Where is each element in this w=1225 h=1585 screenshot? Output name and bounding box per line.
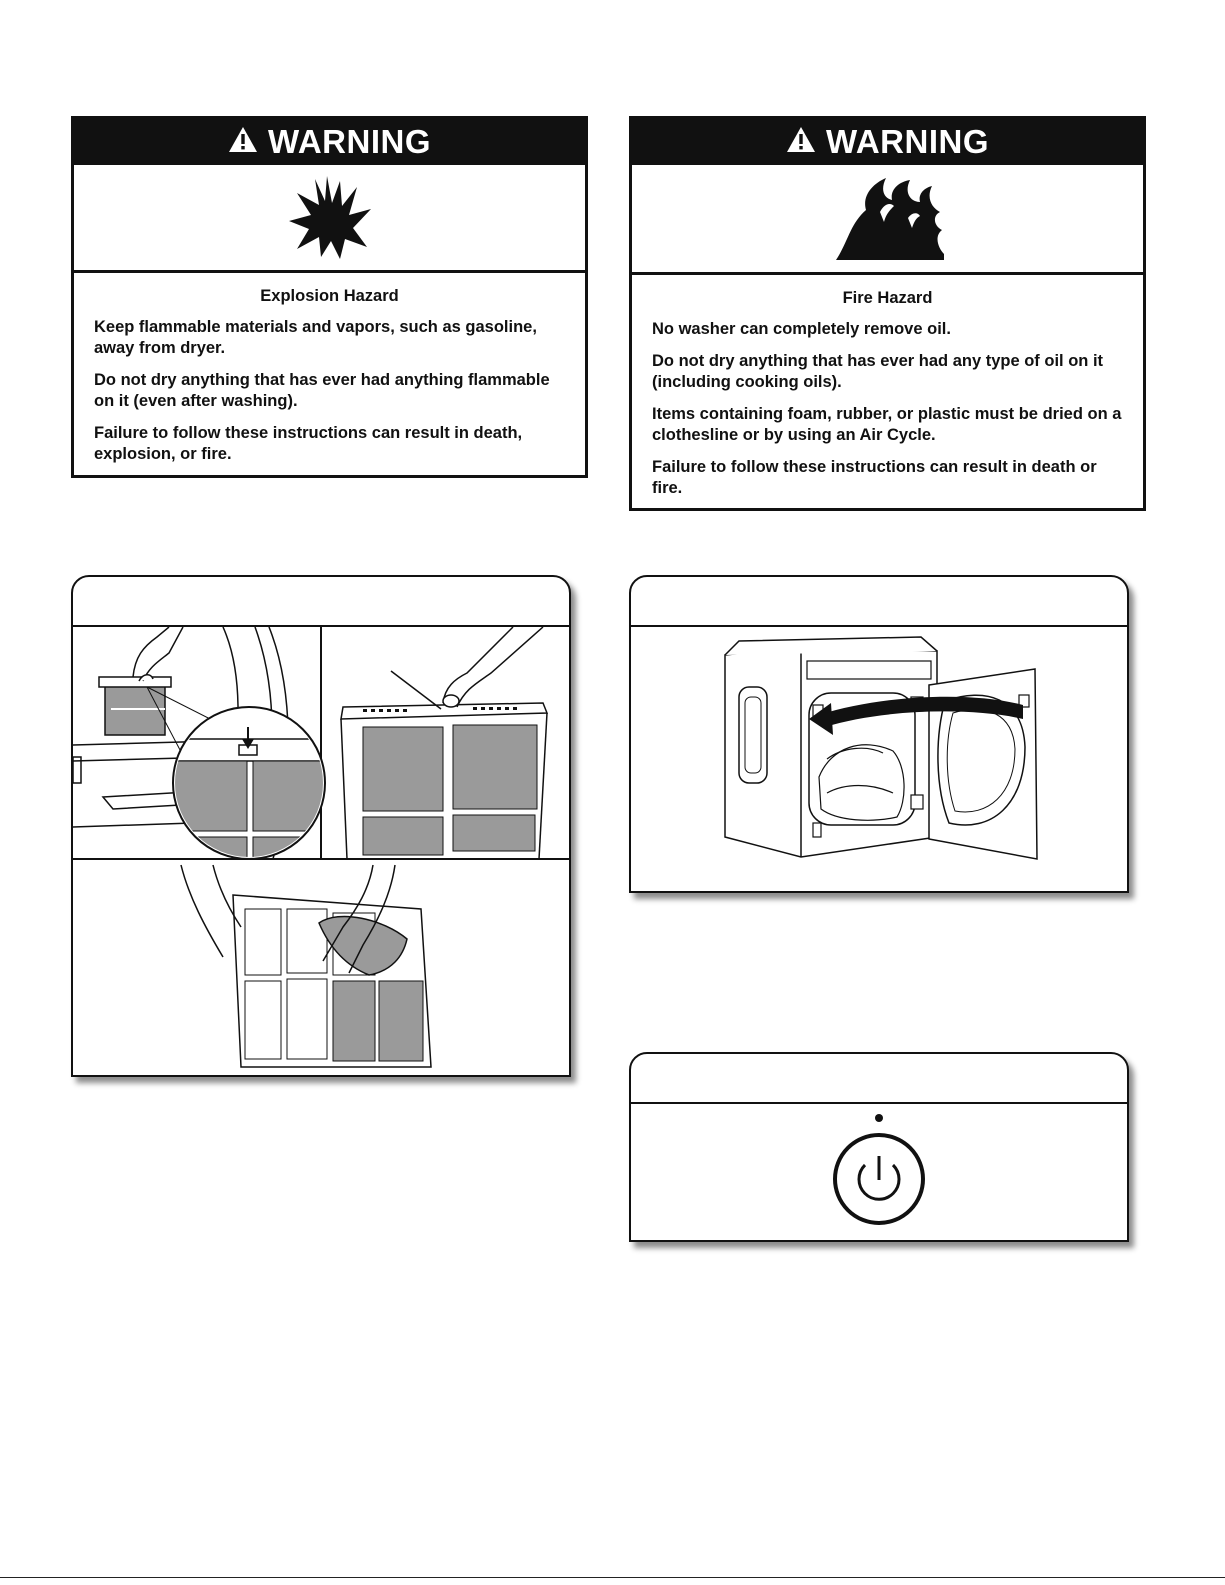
dryer-door-card (629, 575, 1129, 893)
warning-header-text: WARNING (826, 123, 989, 160)
power-button-panel (631, 1104, 1127, 1240)
card-header (73, 577, 569, 627)
warning-triangle-icon (786, 123, 816, 161)
fire-warning-box: WARNING Fire Hazard No washer can comple… (629, 116, 1146, 511)
dryer-door-illustration (631, 627, 1127, 891)
warning-header-text: WARNING (268, 123, 431, 160)
hazard-paragraph: Do not dry anything that has ever had an… (652, 352, 1104, 391)
power-button-card (629, 1052, 1129, 1242)
lint-screen-card (71, 575, 571, 1077)
hazard-paragraph: Failure to follow these instructions can… (94, 424, 523, 463)
hazard-paragraph: Do not dry anything that has ever had an… (94, 371, 550, 410)
page-bottom-rule (0, 1577, 1225, 1578)
hazard-title: Explosion Hazard (260, 287, 399, 305)
hazard-title: Fire Hazard (842, 289, 933, 307)
warning-header: WARNING (632, 119, 1143, 165)
explosion-icon (74, 165, 585, 273)
fire-icon (632, 165, 1143, 275)
card-header (631, 577, 1127, 627)
lint-screen-pull-drawing (340, 626, 549, 860)
explosion-warning-box: WARNING Explosion Hazard Keep flammable … (71, 116, 588, 478)
power-button-icon (833, 1114, 925, 1225)
lint-screen-removal-drawing (73, 626, 326, 860)
warning-triangle-icon (228, 123, 258, 161)
warning-header: WARNING (74, 119, 585, 165)
card-header (631, 1054, 1127, 1104)
lint-roll-drawing (180, 864, 432, 1068)
hazard-paragraph: Items containing foam, rubber, or plasti… (652, 405, 1122, 444)
hazard-paragraph: No washer can completely remove oil. (652, 320, 951, 338)
hazard-paragraph: Keep flammable materials and vapors, suc… (94, 318, 537, 357)
hazard-paragraph: Failure to follow these instructions can… (652, 458, 1097, 497)
lint-screen-cleaning-illustration (73, 626, 569, 1075)
